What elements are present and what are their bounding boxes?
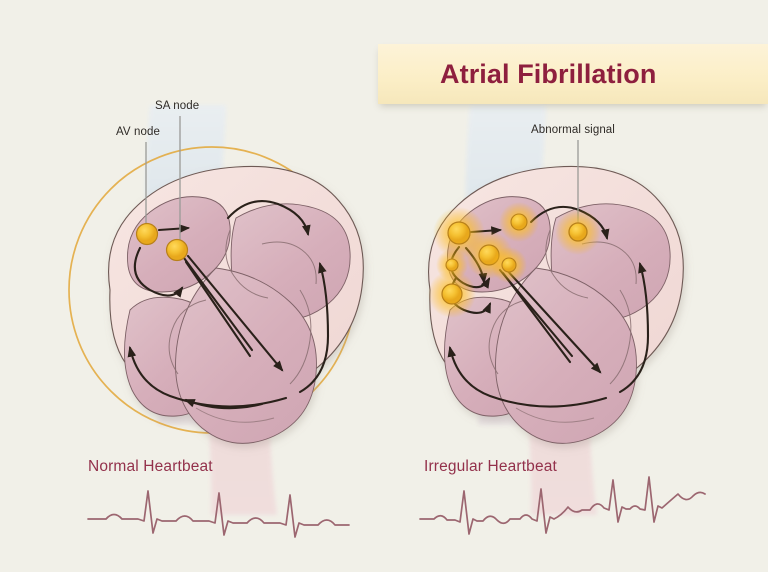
av-node: [165, 238, 189, 262]
ectopic-focus: [428, 270, 476, 318]
left-nodes: [135, 222, 189, 262]
ectopic-focus: [499, 202, 539, 242]
label-abnormal-signal: Abnormal signal: [531, 124, 615, 136]
label-av-node: AV node: [116, 126, 160, 138]
label-sa-node: SA node: [155, 100, 200, 112]
abnormal-signal-node: [555, 209, 601, 255]
ecg-irregular-title: Irregular Heartbeat: [424, 458, 557, 475]
left-heart: [108, 165, 364, 444]
sa-node: [135, 222, 159, 246]
ectopic-focus: [436, 249, 468, 281]
ecg-irregular-trace: [419, 476, 706, 535]
ecg-normal-trace: [87, 490, 350, 538]
left-conduction-pathway: [127, 200, 330, 410]
ectopic-focus: [491, 247, 527, 283]
right-nodes: [428, 202, 601, 318]
page-title: Atrial Fibrillation: [440, 58, 657, 89]
ecg-normal-title: Normal Heartbeat: [88, 458, 213, 475]
title-banner: Atrial Fibrillation: [378, 44, 768, 104]
